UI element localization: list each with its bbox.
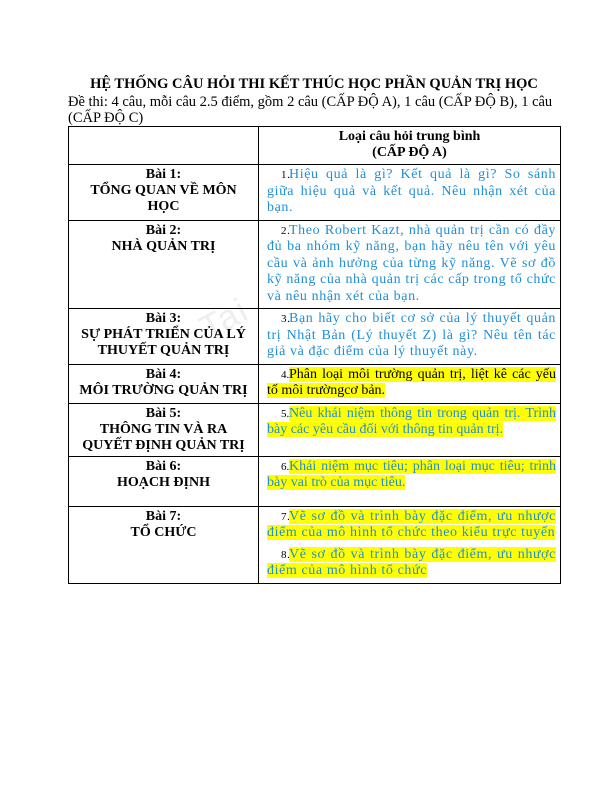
question-item: 4.Phân loại môi trường quản trị, liệt kê… (259, 365, 560, 403)
question-cell: 3.Bạn hãy cho biết cơ sở của lý thuyết q… (258, 308, 561, 365)
lesson-topic: MÔI TRƯỜNG QUẢN TRỊ (79, 382, 248, 398)
document-page: HỆ THỐNG CÂU HỎI THI KẾT THÚC HỌC PHẦN Q… (68, 76, 561, 584)
header-lesson-cell (68, 126, 259, 165)
lesson-cell: Bài 7: TỔ CHỨC (68, 505, 259, 584)
header-question-label: Loại câu hỏi trung bình (338, 129, 481, 144)
table-row: Bài 1: TỔNG QUAN VỀ MÔN HỌC 1.Hiệu quả l… (68, 164, 561, 221)
table-header-row: Loại câu hỏi trung bình (CẤP ĐỘ A) (68, 126, 561, 165)
question-text: Hiệu quả là gì? Kết quả là gì? So sánh g… (267, 167, 556, 215)
question-number: 5. (281, 407, 290, 420)
lesson-cell: Bài 1: TỔNG QUAN VỀ MÔN HỌC (68, 164, 259, 221)
header-question-level: (CẤP ĐỘ A) (372, 145, 447, 160)
document-title: HỆ THỐNG CÂU HỎI THI KẾT THÚC HỌC PHẦN Q… (90, 76, 538, 92)
question-number: 8. (281, 548, 291, 561)
table-row: Bài 2: NHÀ QUẢN TRỊ 2.Theo Robert Kazt, … (68, 219, 561, 309)
question-item: 6.Khái niệm mục tiêu; phân loại mục tiêu… (259, 457, 560, 506)
lesson-topic: SỰ PHÁT TRIỂN CỦA LÝ THUYẾT QUẢN TRỊ (81, 327, 246, 358)
question-cell: 2.Theo Robert Kazt, nhà quản trị cần có … (258, 219, 561, 309)
lesson-cell: Bài 6: HOẠCH ĐỊNH (68, 455, 259, 507)
lesson-cell: Bài 5: THÔNG TIN VÀ RA QUYẾT ĐỊNH QUẢN T… (68, 402, 259, 457)
lesson-number: Bài 2: (145, 222, 182, 238)
table-row: Bài 5: THÔNG TIN VÀ RA QUYẾT ĐỊNH QUẢN T… (68, 402, 561, 457)
lesson-number: Bài 6: (145, 458, 182, 474)
lesson-number: Bài 3: (145, 311, 182, 326)
question-text: Nêu khái niệm thông tin trong quản trị. … (267, 405, 556, 437)
lesson-topic: TỔ CHỨC (130, 524, 197, 540)
question-cell: 1.Hiệu quả là gì? Kết quả là gì? So sánh… (258, 164, 561, 221)
question-cell: 7.Vẽ sơ đồ và trình bày đặc điểm, ưu như… (258, 505, 561, 584)
lesson-number: Bài 4: (145, 366, 182, 382)
lesson-topic: NHÀ QUẢN TRỊ (111, 238, 216, 254)
header-question-cell: Loại câu hỏi trung bình (CẤP ĐỘ A) (258, 126, 561, 165)
table-row: Bài 7: TỔ CHỨC 7.Vẽ sơ đồ và trình bày đ… (68, 505, 561, 584)
question-text: Bạn hãy cho biết cơ sở của lý thuyết quả… (267, 311, 556, 359)
question-number: 1. (281, 169, 291, 181)
question-text: Vẽ sơ đồ và trình bày đặc điểm, ưu nhược… (267, 546, 556, 578)
question-item: 3.Bạn hãy cho biết cơ sở của lý thuyết q… (259, 309, 560, 364)
question-cell: 5.Nêu khái niệm thông tin trong quản trị… (258, 402, 561, 457)
question-number: 3. (281, 313, 291, 325)
question-text: Theo Robert Kazt, nhà quản trị cần có đầ… (267, 222, 556, 304)
exam-description: Đề thi: 4 câu, mỗi câu 2.5 điểm, gồm 2 c… (68, 94, 553, 126)
question-item: 1.Hiệu quả là gì? Kết quả là gì? So sánh… (259, 165, 560, 220)
question-text: Khái niệm mục tiêu; phân loại mục tiêu; … (267, 458, 556, 490)
table-row: Bài 4: MÔI TRƯỜNG QUẢN TRỊ 4.Phân loại m… (68, 363, 561, 404)
table-row: Bài 3: SỰ PHÁT TRIỂN CỦA LÝ THUYẾT QUẢN … (68, 308, 561, 365)
question-item: 7.Vẽ sơ đồ và trình bày đặc điểm, ưu như… (259, 507, 560, 545)
lesson-topic: TỔNG QUAN VỀ MÔN HỌC (90, 183, 237, 214)
lesson-number: Bài 5: (145, 405, 182, 421)
question-number: 2. (281, 224, 291, 237)
question-number: 6. (281, 460, 290, 473)
lesson-topic: THÔNG TIN VÀ RA QUYẾT ĐỊNH QUẢN TRỊ (82, 421, 245, 453)
lesson-number: Bài 1: (145, 167, 182, 182)
question-cell: 4.Phân loại môi trường quản trị, liệt kê… (258, 363, 561, 404)
lesson-number: Bài 7: (145, 508, 182, 524)
lesson-cell: Bài 4: MÔI TRƯỜNG QUẢN TRỊ (68, 363, 259, 404)
question-number: 7. (281, 510, 291, 523)
question-text: Vẽ sơ đồ và trình bày đặc điểm, ưu nhược… (267, 508, 556, 540)
question-item: 8.Vẽ sơ đồ và trình bày đặc điểm, ưu như… (259, 545, 560, 583)
question-item: 5.Nêu khái niệm thông tin trong quản trị… (259, 404, 560, 442)
question-text: Phân loại môi trường quản trị, liệt kê c… (267, 366, 556, 398)
lesson-cell: Bài 3: SỰ PHÁT TRIỂN CỦA LÝ THUYẾT QUẢN … (68, 308, 259, 365)
lesson-topic: HOẠCH ĐỊNH (117, 474, 210, 490)
table-row: Bài 6: HOẠCH ĐỊNH 6.Khái niệm mục tiêu; … (68, 455, 561, 507)
question-table: Loại câu hỏi trung bình (CẤP ĐỘ A) Bài 1… (68, 126, 561, 584)
lesson-cell: Bài 2: NHÀ QUẢN TRỊ (68, 219, 259, 309)
question-number: 4. (281, 368, 290, 381)
question-item: 2.Theo Robert Kazt, nhà quản trị cần có … (259, 221, 560, 309)
question-cell: 6.Khái niệm mục tiêu; phân loại mục tiêu… (258, 455, 561, 507)
